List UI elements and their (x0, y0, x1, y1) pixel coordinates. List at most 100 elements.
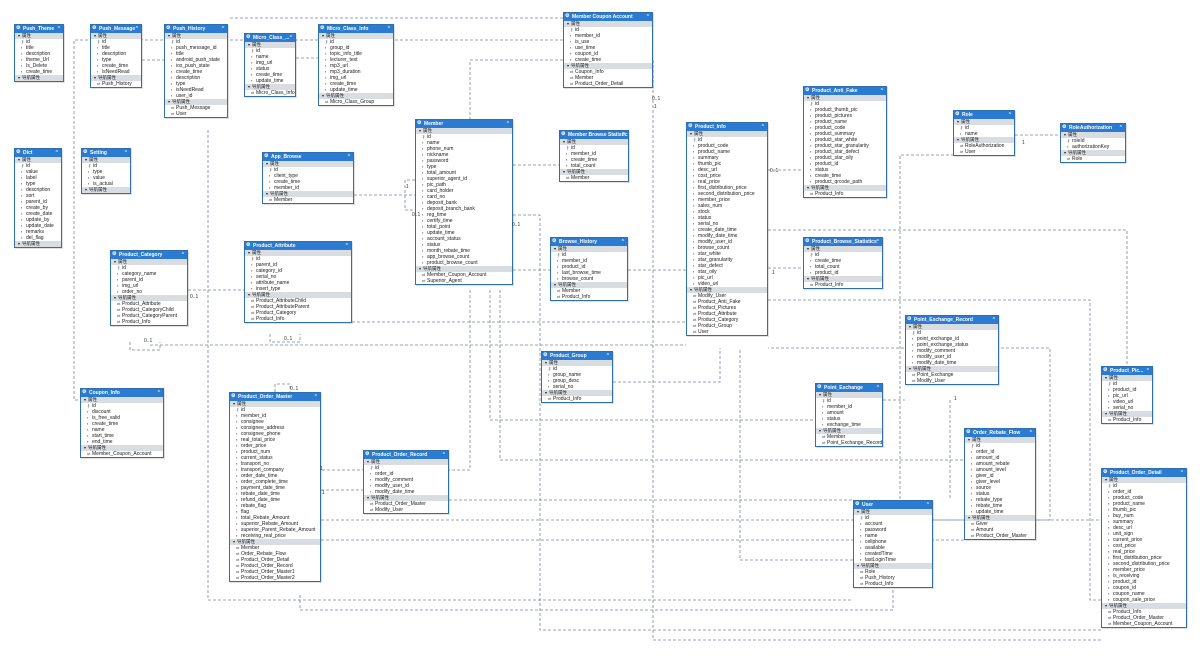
properties-section[interactable]: ▾属性 (165, 33, 227, 39)
entity-header[interactable]: ⚙Product_Attribute⌃ (245, 242, 351, 250)
collapse-icon[interactable]: ⌃ (1145, 368, 1150, 374)
properties-section[interactable]: ▾属性 (804, 246, 882, 252)
properties-section[interactable]: ▾属性 (263, 161, 353, 167)
toggle-icon[interactable]: ▾ (18, 241, 21, 246)
toggle-icon[interactable]: ▾ (248, 84, 251, 89)
navigation-section[interactable]: ▾导航属性 (81, 445, 163, 451)
collapse-icon[interactable]: ⌃ (288, 35, 293, 41)
collapse-icon[interactable]: ⌃ (620, 239, 625, 245)
toggle-icon[interactable]: ▾ (968, 515, 971, 520)
entity-header[interactable]: ⚙Push_Theme⌃ (15, 25, 63, 33)
toggle-icon[interactable]: ▾ (857, 509, 860, 514)
properties-section[interactable]: ▾属性 (560, 139, 628, 145)
collapse-icon[interactable]: ⌃ (180, 252, 185, 258)
toggle-icon[interactable]: ▾ (807, 246, 810, 251)
toggle-icon[interactable]: ▾ (807, 95, 810, 100)
toggle-icon[interactable]: ▾ (84, 397, 87, 402)
toggle-icon[interactable]: ▾ (957, 119, 960, 124)
entity-header[interactable]: ⚙Setting⌃ (82, 149, 130, 157)
entity-header[interactable]: ⚙Point_Exchange_Record⌃ (906, 316, 998, 324)
toggle-icon[interactable]: ▾ (233, 539, 236, 544)
entity-box[interactable]: ⚙Product_Attribute⌃▾属性⚷id▪parent_id▪cate… (244, 241, 352, 323)
entity-box[interactable]: ⚙Order_Rebate_Flow⌃▾属性⚷id▪order_id▪amoun… (964, 428, 1036, 540)
navigation-section[interactable]: ▾导航属性 (906, 366, 998, 372)
collapse-icon[interactable]: ⌃ (875, 385, 880, 391)
entity-box[interactable]: ⚙Push_Message⌃▾属性⚷id▪title▪description▪t… (90, 24, 142, 88)
collapse-icon[interactable]: ⌃ (925, 502, 930, 508)
toggle-icon[interactable]: ▾ (84, 445, 87, 450)
toggle-icon[interactable]: ▾ (367, 459, 370, 464)
properties-section[interactable]: ▾属性 (1102, 477, 1186, 483)
entity-box[interactable]: ⚙Push_Theme⌃▾属性⚷id▪title▪description▪the… (14, 24, 64, 82)
toggle-icon[interactable]: ▾ (819, 428, 822, 433)
entity-header[interactable]: ⚙Product_Browse_Statistics⌃ (804, 238, 882, 246)
navigation-section[interactable]: ▾导航属性 (560, 169, 628, 175)
properties-section[interactable]: ▾属性 (15, 157, 61, 163)
entity-box[interactable]: ⚙Micro_Class_...⌃▾属性⚷id▪name▪img_url▪sta… (244, 33, 296, 97)
toggle-icon[interactable]: ▾ (114, 295, 117, 300)
toggle-icon[interactable]: ▾ (248, 292, 251, 297)
collapse-icon[interactable]: ⌃ (621, 132, 626, 138)
properties-section[interactable]: ▾属性 (91, 33, 141, 39)
navigation-section[interactable]: ▾导航属性 (965, 515, 1035, 521)
toggle-icon[interactable]: ▾ (266, 161, 269, 166)
toggle-icon[interactable]: ▾ (807, 276, 810, 281)
entity-header[interactable]: ⚙Product_Category⌃ (111, 251, 187, 259)
navigation-section[interactable]: ▾导航属性 (1102, 603, 1186, 609)
properties-section[interactable]: ▾属性 (82, 157, 130, 163)
navigation-section[interactable]: ▾导航属性 (687, 287, 767, 293)
navigation-section[interactable]: ▾导航属性 (954, 137, 1014, 143)
properties-section[interactable]: ▾属性 (245, 42, 295, 48)
entity-box[interactable]: ⚙Dict⌃▾属性⚷id▪value▪label▪type▪descriptio… (14, 148, 62, 248)
toggle-icon[interactable]: ▾ (248, 250, 251, 255)
entity-header[interactable]: ⚙Product_Order_Master⌃ (230, 393, 320, 401)
navigation-section[interactable]: ▾导航属性 (416, 266, 512, 272)
entity-box[interactable]: ⚙Browse_History⌃▾属性⚷id▪member_id▪product… (550, 237, 628, 301)
toggle-icon[interactable]: ▾ (248, 42, 251, 47)
toggle-icon[interactable]: ▾ (545, 360, 548, 365)
entity-header[interactable]: ⚙RoleAuthorization⌃ (1061, 124, 1125, 132)
toggle-icon[interactable]: ▾ (968, 437, 971, 442)
entity-header[interactable]: ⚙Browse_History⌃ (551, 238, 627, 246)
toggle-icon[interactable]: ▾ (567, 63, 570, 68)
toggle-icon[interactable]: ▾ (909, 324, 912, 329)
entity-box[interactable]: ⚙Product_Order_Detail⌃▾属性⚷id▪order_id▪pr… (1101, 468, 1187, 628)
navigation-section[interactable]: ▾导航属性 (91, 75, 141, 81)
navigation-section[interactable]: ▾导航属性 (245, 84, 295, 90)
collapse-icon[interactable]: ⌃ (54, 150, 59, 156)
navigation-section[interactable]: ▾导航属性 (82, 187, 130, 193)
collapse-icon[interactable]: ⌃ (1028, 430, 1033, 436)
collapse-icon[interactable]: ⌃ (56, 26, 61, 32)
properties-section[interactable]: ▾属性 (1102, 375, 1152, 381)
properties-section[interactable]: ▾属性 (954, 119, 1014, 125)
toggle-icon[interactable]: ▾ (168, 99, 171, 104)
navigation-section[interactable]: ▾导航属性 (15, 75, 63, 81)
properties-section[interactable]: ▾属性 (804, 95, 886, 101)
navigation-section[interactable]: ▾导航属性 (15, 241, 61, 247)
entity-box[interactable]: ⚙Member Coupon Account⌃▾属性⚷id▪member_id▪… (563, 12, 653, 88)
entity-header[interactable]: ⚙Micro_Class_Info⌃ (319, 25, 393, 33)
collapse-icon[interactable]: ⌃ (991, 317, 996, 323)
entity-box[interactable]: ⚙RoleAuthorization⌃▾属性⚷roleId▪authorizat… (1060, 123, 1126, 163)
navigation-section[interactable]: ▾导航属性 (542, 390, 612, 396)
entity-header[interactable]: ⚙Member Coupon Account⌃ (564, 13, 652, 21)
entity-box[interactable]: ⚙Product_Order_Record⌃▾属性⚷id▪order_id▪mo… (363, 450, 449, 514)
toggle-icon[interactable]: ▾ (85, 187, 88, 192)
toggle-icon[interactable]: ▾ (563, 169, 566, 174)
toggle-icon[interactable]: ▾ (819, 392, 822, 397)
toggle-icon[interactable]: ▾ (807, 185, 810, 190)
properties-section[interactable]: ▾属性 (551, 246, 627, 252)
collapse-icon[interactable]: ⌃ (344, 243, 349, 249)
entity-header[interactable]: ⚙Member Browse Statistics⌃ (560, 131, 628, 139)
entity-box[interactable]: ⚙Point_Exchange_Record⌃▾属性⚷id▪point_exch… (905, 315, 999, 385)
navigation-section[interactable]: ▾导航属性 (245, 292, 351, 298)
properties-section[interactable]: ▾属性 (364, 459, 448, 465)
entity-header[interactable]: ⚙Product_Info⌃ (687, 123, 767, 131)
properties-section[interactable]: ▾属性 (81, 397, 163, 403)
toggle-icon[interactable]: ▾ (322, 93, 325, 98)
entity-box[interactable]: ⚙Product_Order_Master⌃▾属性⚷id▪member_id▪c… (229, 392, 321, 582)
entity-box[interactable]: ⚙Coupon_Info⌃▾属性⚷id▪discount▪is_free_val… (80, 388, 164, 458)
properties-section[interactable]: ▾属性 (1061, 132, 1125, 138)
toggle-icon[interactable]: ▾ (1105, 603, 1108, 608)
collapse-icon[interactable]: ⌃ (605, 353, 610, 359)
